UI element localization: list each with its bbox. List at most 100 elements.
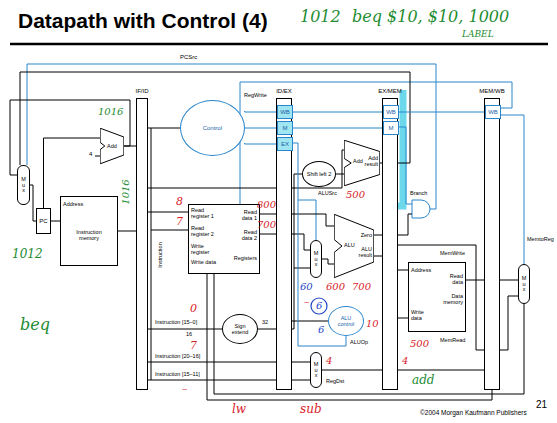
- pipeline-register: ID/EXWBMEX: [276, 98, 292, 390]
- adder: Add: [100, 128, 124, 164]
- data-wire: [118, 231, 136, 232]
- node-label: M: [384, 125, 398, 132]
- node-label: WB: [486, 109, 500, 116]
- data-wire: [398, 245, 484, 350]
- data-wire: [148, 380, 276, 381]
- hand-value: 700: [352, 281, 371, 293]
- data-wire: [148, 329, 222, 330]
- node-label: Add result: [363, 155, 378, 168]
- alu-outline: [100, 128, 124, 164]
- node-label: Shift left 2: [306, 171, 332, 177]
- data-wire: [336, 174, 344, 175]
- control-wire: [245, 143, 277, 144]
- node-label: Mux: [21, 177, 26, 194]
- control-wire: [245, 111, 277, 112]
- title-rule: [10, 43, 548, 46]
- control-field: WB: [383, 105, 399, 119]
- node-label: Address: [63, 201, 83, 207]
- hand-note: beq $10, $10, 1000: [352, 8, 509, 26]
- control-wire: [245, 127, 277, 128]
- node-label: Instruction memory: [67, 229, 111, 242]
- hand-value: 8: [176, 196, 183, 209]
- control-wire: [399, 112, 485, 113]
- and-gate: [412, 200, 430, 218]
- hand-value: –: [182, 383, 188, 396]
- control-unit: Control: [180, 100, 245, 156]
- node-label: ALU result: [357, 246, 372, 259]
- node-label: Mux: [314, 251, 319, 268]
- slide-title: Datapath with Control (4): [18, 9, 268, 33]
- node-label: M: [278, 125, 292, 132]
- data-wire: [294, 268, 310, 269]
- page-number: 21: [536, 399, 547, 411]
- data-wire: [260, 214, 276, 215]
- data-wire: [95, 156, 100, 157]
- data-memory: AddressRead dataWrite dataData memory: [408, 262, 466, 332]
- bus-name: Instruction [15–11]: [155, 371, 200, 377]
- alu-control-unit: ALU control: [328, 306, 364, 336]
- signal-name: MemWrite: [440, 250, 465, 256]
- hand-note: lw: [232, 403, 246, 417]
- sign-extend-unit: Sign extend: [222, 314, 258, 344]
- node-label: Read data 2: [235, 229, 257, 242]
- hand-value: 600: [326, 281, 345, 293]
- node-label: PC: [37, 218, 50, 225]
- hand-note: sub: [300, 403, 322, 417]
- signal-name: MemtoReg: [527, 236, 554, 242]
- register-name: EX/MEM: [378, 88, 402, 95]
- node-label: Write data: [191, 259, 219, 265]
- control-field: WB: [485, 105, 501, 119]
- mux: Mux: [518, 264, 530, 304]
- node-label: Read data 1: [235, 209, 257, 222]
- hand-value: 0: [190, 303, 197, 316]
- node-label: Sign extend: [227, 323, 253, 336]
- data-wire: [398, 318, 408, 319]
- hand-note: 1016: [98, 106, 123, 118]
- hand-note: beq: [20, 316, 50, 334]
- data-wire: [292, 150, 344, 188]
- node-label: Data memory: [437, 293, 463, 306]
- data-wire: [260, 234, 276, 235]
- hand-note: LABEL: [462, 29, 494, 39]
- register-name: IF/ID: [136, 88, 149, 95]
- node-label: WB: [384, 109, 398, 116]
- data-wire: [214, 274, 524, 394]
- data-wire: [500, 296, 518, 350]
- hand-note: add: [412, 374, 435, 388]
- signal-name: RegDst: [326, 378, 344, 384]
- control-field: WB: [277, 105, 293, 119]
- mux: Mux: [17, 165, 30, 205]
- node-label: Control: [181, 125, 244, 132]
- control-field: EX: [277, 137, 293, 151]
- data-wire: [398, 370, 484, 371]
- pipeline-register: MEM/WBWB: [484, 98, 500, 390]
- signal-name: ALUOp: [350, 339, 368, 345]
- control-field: M: [277, 121, 293, 135]
- node-label: Read data: [441, 273, 463, 286]
- bus-name: Instruction [20–16]: [155, 353, 200, 359]
- data-wire: [292, 174, 302, 329]
- data-wire: [148, 128, 180, 129]
- node-label: Add: [353, 158, 363, 164]
- data-wire: [258, 329, 276, 330]
- node-label: Read register 1: [191, 207, 219, 220]
- alu: ALUZeroALU result: [334, 214, 374, 278]
- signal-name: PCSrc: [180, 54, 197, 61]
- bus-width: 16: [186, 331, 192, 337]
- adder: AddAdd result: [344, 140, 380, 186]
- node-label: Mux: [314, 362, 319, 379]
- node-label: Write register: [191, 243, 219, 256]
- hand-value: 7: [190, 340, 197, 353]
- node-label: Zero: [361, 232, 372, 238]
- shift-left-unit: Shift left 2: [302, 161, 336, 187]
- data-wire: [292, 321, 328, 322]
- control-wire: [27, 64, 436, 209]
- data-wire: [322, 259, 334, 264]
- data-wire: [148, 188, 276, 189]
- register-name: MEM/WB: [479, 88, 504, 95]
- node-label: Write data: [411, 309, 435, 322]
- signal-name: RegWrite: [244, 92, 267, 98]
- instruction-memory: AddressInstruction memory: [60, 196, 118, 266]
- data-wire: [322, 370, 382, 371]
